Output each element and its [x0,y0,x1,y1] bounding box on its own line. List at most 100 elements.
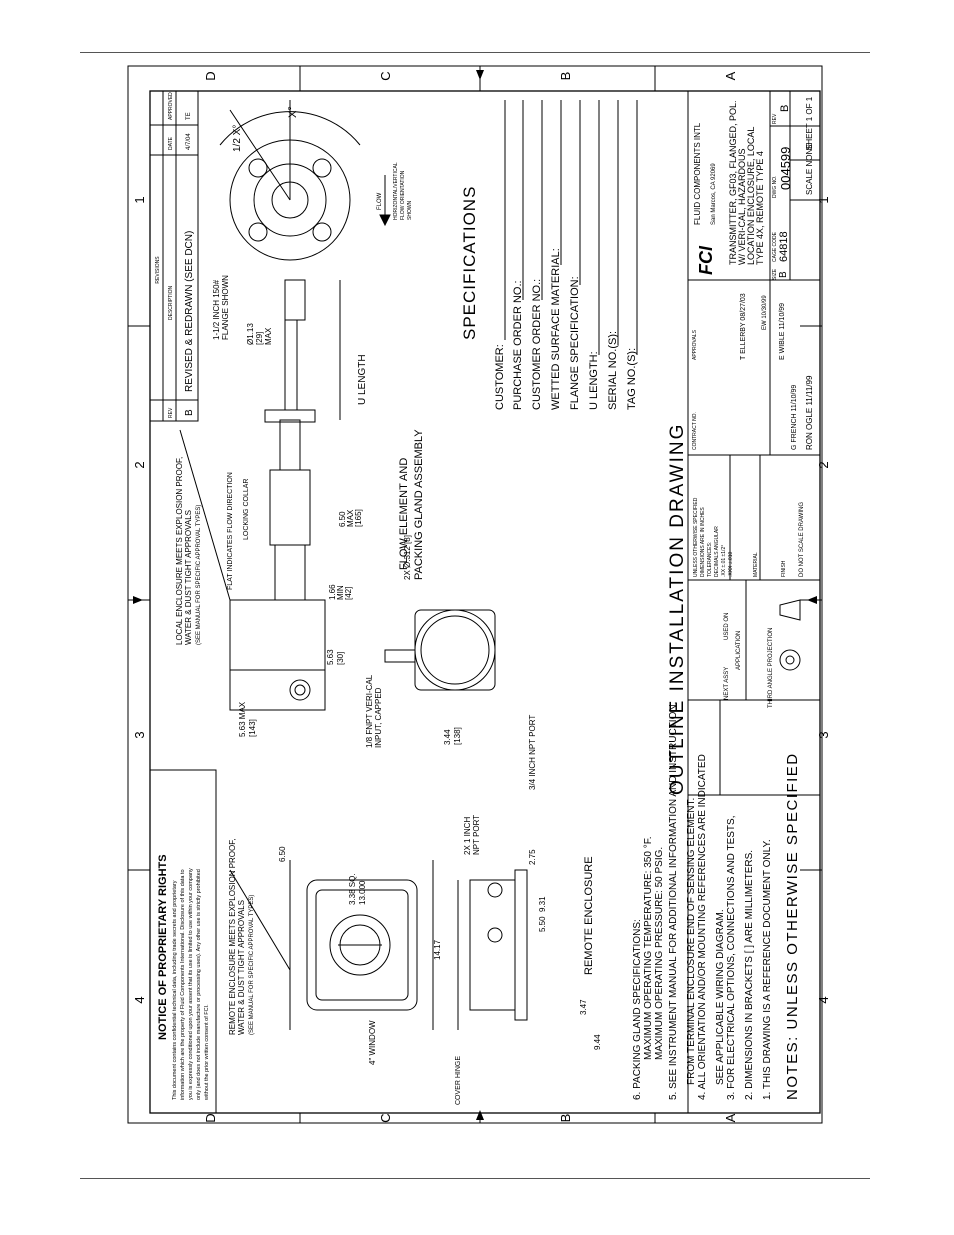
note-4: 4. ALL ORIENTATION AND/OR MOUNTING REFER… [697,754,708,1100]
application-label: APPLICATION [736,631,742,670]
local-note-3: (SEE MANUAL FOR SPECIFIC APPROVAL TYPES) [196,505,202,645]
zone-left-a: A [723,1113,738,1122]
flat-indicates-label: FLAT INDICATES FLOW DIRECTION [227,472,234,590]
zone-bottom-4: 4 [816,996,831,1003]
dim-650max-max: MAX [346,509,355,527]
u-length-label: U LENGTH [357,354,368,405]
drawing-title: OUTLINE INSTALLATION DRAWING [667,423,688,795]
dwg-label: DWG NO. [772,176,778,199]
approved-by: T ELLERBY 08/27/03 [740,293,747,360]
x-deg-label: X° [287,106,299,118]
sensor-tip [284,279,306,321]
tol-6: .XXX ±.010 [728,552,734,577]
dim-563-mm: [30] [336,652,345,665]
npt-port-label-1: 2X 1 INCH [463,817,472,855]
zone-top-4: 4 [132,996,147,1003]
dim-344: 3.44 [443,729,452,745]
notes-block: NOTES: UNLESS OTHERWISE SPECIFIED 1. THI… [632,702,801,1100]
page-bottom-rule [80,1178,870,1179]
local-enclosure-top [414,609,496,691]
title-line-2: W/ VERI-CAL, HAZARDOUS [737,148,747,265]
half-x-label: 1/2 X° [232,125,243,152]
tol-5: .XX ±.01 ±1/2° [721,545,727,577]
title-line-1: TRANSMITTER, GF03, FLANGED, POL. [728,100,738,265]
rev-approved: TE [186,112,192,120]
revision-block [149,90,199,422]
dim-563: 5.63 [326,649,335,665]
dim-650max: 6.50 [338,511,347,527]
projection-cone [779,599,801,621]
zone-left-b: B [558,1114,573,1123]
dim-13000: 13.000 [358,880,367,905]
size-value: B [778,271,789,278]
zone-right-a: A [723,71,738,80]
outer-frame [127,65,823,1124]
dim-931: 9.31 [538,896,547,912]
spec-u-length: U LENGTH: [588,351,600,410]
packing-gland [274,544,306,601]
note-3b: SEE APPLICABLE WIRING DIAGRAM. [715,909,726,1085]
drawn-by: RON OGLE 11/11/99 [805,375,814,450]
proprietary-line-4: only (and does not include manufacture o… [196,869,202,1100]
proprietary-line-1: This document contains confidential tech… [172,880,178,1100]
npt-34-label: 3/4 INCH NPT PORT [528,715,537,790]
note-3: 3. FOR ELECTRICAL OPTIONS, CONNECTIONS A… [726,816,737,1101]
checked-by: G FRENCH 11/10/99 [791,385,798,450]
company-logo: FCI [696,245,716,275]
finish-label: FINISH [781,560,787,577]
spec-purchase-order: PURCHASE ORDER NO.: [512,280,524,410]
dim-550: 5.50 [538,916,547,932]
remote-note-1: REMOTE ENCLOSURE MEETS EXPLOSION PROOF, [228,839,237,1035]
zone-bottom-2: 2 [816,461,831,468]
proprietary-notice: NOTICE OF PROPRIETARY RIGHTS This docume… [157,854,210,1101]
flow-element-label-2: PACKING GLAND ASSEMBLY [413,429,425,580]
dim-1417: 14.17 [433,939,442,960]
local-enclosure [229,599,326,711]
note-4b: FROM TERMINAL ENCLOSURE END OF SENSING E… [686,798,697,1085]
note-6c: MAXIMUM OPERATING PRESSURE: 50 PSIG. [654,847,665,1060]
company-sub: San Marcos, CA 92069 [711,163,717,225]
approvals-label: APPROVALS [692,329,698,360]
remote-note-2: WATER & DUST TIGHT APPROVALS [237,900,246,1035]
holes-label: 2X Ø.312 [8] [403,535,412,580]
rev-header-label: REVISIONS [155,256,161,284]
proprietary-notice-box [149,769,217,1114]
note-6: 6. PACKING GLAND SPECIFICATIONS: [632,919,643,1100]
flow-label: FLOW [377,192,383,210]
tol-4: DECIMALS ANGULAR [714,526,720,577]
flow-orient-2: FLOW ORIENTATION [400,170,406,220]
spec-customer: CUSTOMER: [494,344,506,410]
scale-value: SCALE NONE [805,143,814,195]
company-name: FLUID COMPONENTS INTL [693,122,702,225]
local-note-2: WATER & DUST TIGHT APPROVALS [184,510,193,645]
cover-hinge-label: COVER HINGE [455,1056,462,1105]
rev-description: REVISED & REDRAWN (SEE DCN) [184,231,195,392]
flow-orient-3: SHOWN [407,200,413,220]
dim-113: Ø1.13 [246,323,255,345]
proprietary-line-5: without the prior written consent of FCI… [204,1004,210,1101]
flow-element-label-1: FLOW ELEMENT AND [398,458,410,570]
rev-label: REV [772,113,778,124]
dim-113-mm: [29] [255,332,264,345]
zone-bottom-1: 1 [816,196,831,203]
tol-2: DIMENSIONS ARE IN INCHES [700,507,706,577]
dwg-no: 004599 [778,147,793,190]
next-assy: NEXT ASSY [724,667,730,700]
zone-left-c: C [378,1113,393,1122]
sheet-value: SHEET 1 OF 1 [805,96,814,150]
remote-enclosure-side [469,879,516,1011]
cage-value: 64818 [778,231,790,262]
proprietary-line-3: you is expressly conditioned upon your a… [188,868,194,1100]
npt-port-label-2: NPT PORT [472,815,481,855]
spec-tag: TAG NO.(S): [626,348,638,410]
title-block [687,90,821,1114]
notes-heading: NOTES: UNLESS OTHERWISE SPECIFIED [784,752,801,1100]
spec-customer-order: CUSTOMER ORDER NO.: [531,279,543,410]
spec-flange: FLANGE SPECIFICATION: [569,276,581,410]
size-label: SIZE [772,268,778,280]
rev-col-rev: REV [168,407,174,418]
dim-166-mm: [42] [344,587,353,600]
note-2: 2. DIMENSIONS IN BRACKETS [ ] ARE MILLIM… [744,850,755,1100]
proprietary-heading: NOTICE OF PROPRIETARY RIGHTS [157,854,169,1040]
zone-top-2: 2 [132,461,147,468]
